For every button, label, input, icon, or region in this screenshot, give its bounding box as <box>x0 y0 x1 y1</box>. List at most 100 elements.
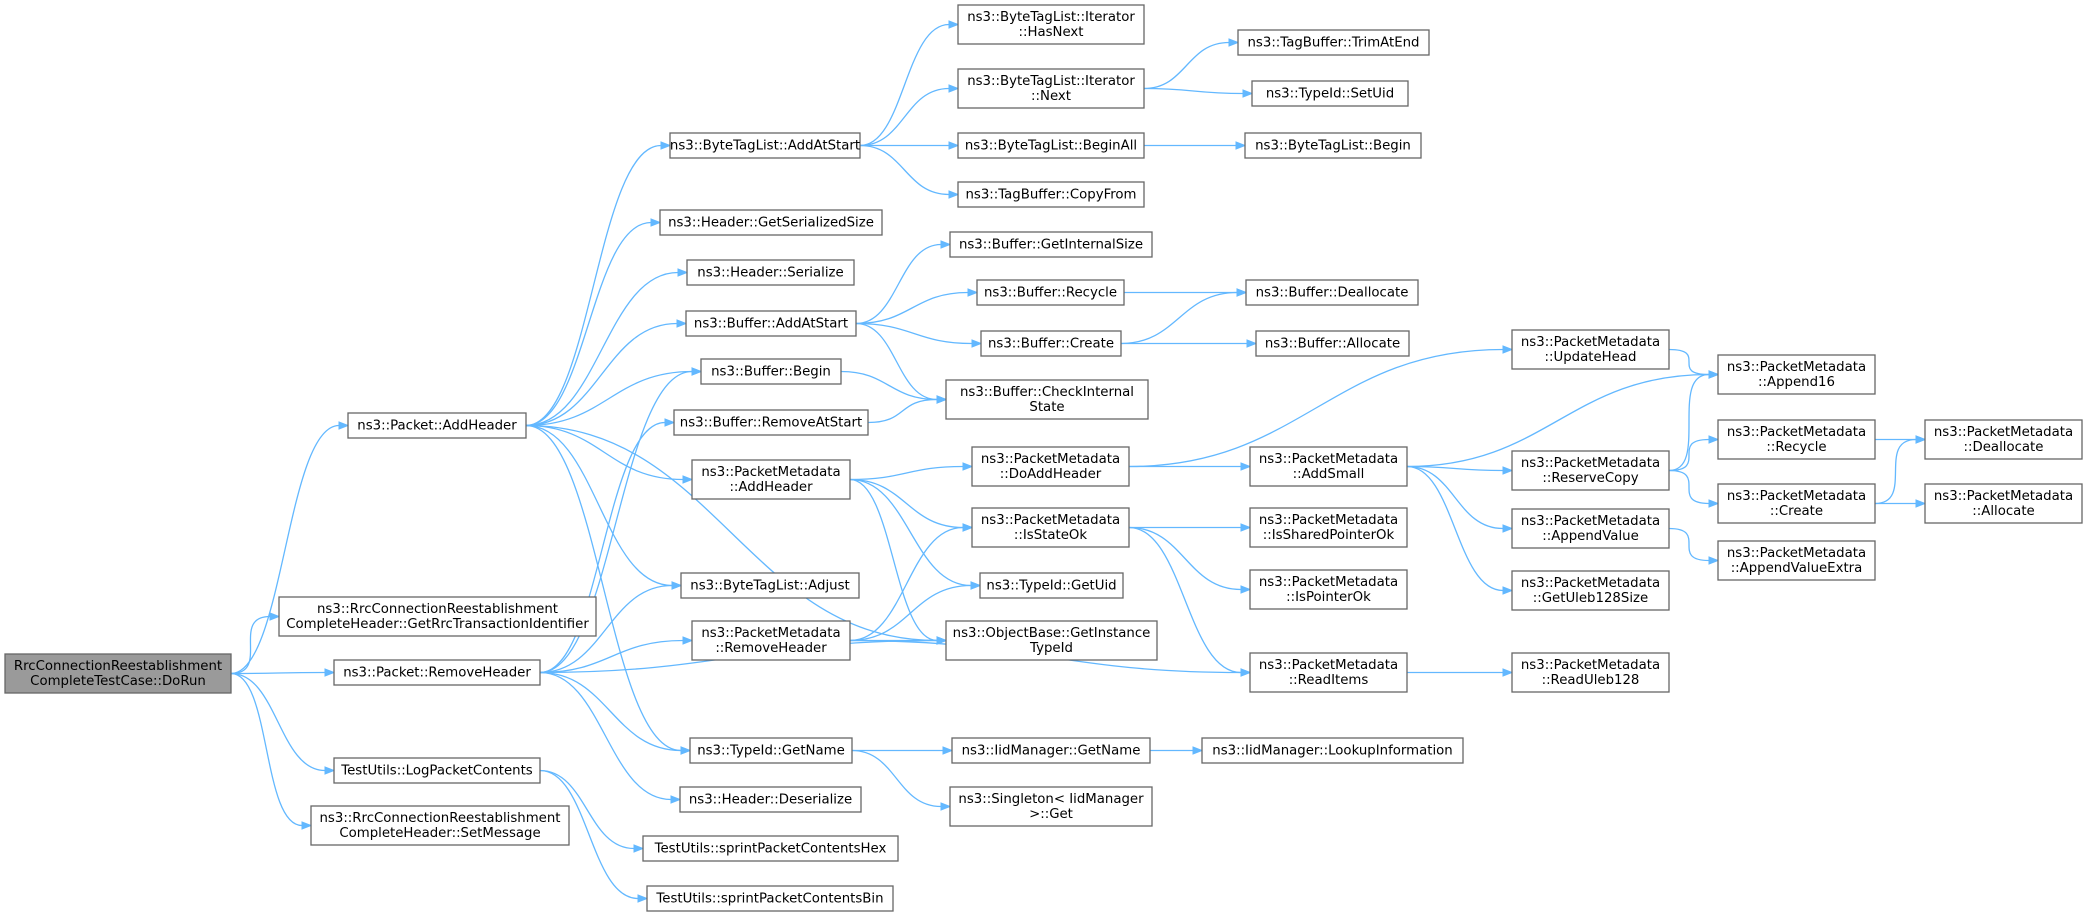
node-label: ns3::Header::Deserialize <box>689 793 852 808</box>
node-pm-reservecopy[interactable]: ns3::PacketMetadata::ReserveCopy <box>1511 450 1670 491</box>
node-tb-copyfrom[interactable]: ns3::TagBuffer::CopyFrom <box>957 181 1145 208</box>
node-buf-begin[interactable]: ns3::Buffer::Begin <box>700 358 842 385</box>
node-pm-append16[interactable]: ns3::PacketMetadata::Append16 <box>1717 354 1876 395</box>
node-typeid-setuid[interactable]: ns3::TypeId::SetUid <box>1251 80 1409 107</box>
node-pm-isstateok[interactable]: ns3::PacketMetadata::IsStateOk <box>971 507 1130 548</box>
edge-line <box>855 322 973 345</box>
node-label: ::AddSmall <box>1293 467 1365 482</box>
node-label: ::DoAddHeader <box>1000 467 1102 482</box>
node-label: RrcConnectionReestablishment <box>14 659 222 674</box>
arrowhead <box>677 268 689 277</box>
node-pm-appendvalue[interactable]: ns3::PacketMetadata::AppendValue <box>1511 508 1670 549</box>
node-iid-getname[interactable]: ns3::IidManager::GetName <box>951 737 1151 764</box>
edge-pkt_removeheader-to-buf_begin <box>539 367 703 674</box>
node-buf-deallocate[interactable]: ns3::Buffer::Deallocate <box>1245 279 1419 306</box>
node-pm-isptrok[interactable]: ns3::PacketMetadata::IsPointerOk <box>1249 569 1408 610</box>
edge-pkt_addheader-to-hdr_serialize <box>525 268 689 427</box>
node-box <box>333 757 541 784</box>
node-label: ns3::Buffer::Recycle <box>984 286 1117 301</box>
node-iid-lookup[interactable]: ns3::IidManager::LookupInformation <box>1201 737 1464 764</box>
node-pm-allocate[interactable]: ns3::PacketMetadata::Allocate <box>1924 483 2083 524</box>
arrowhead <box>1502 345 1514 354</box>
node-btli-hasnext[interactable]: ns3::ByteTagList::Iterator::HasNext <box>957 4 1145 45</box>
node-pkt-removeheader[interactable]: ns3::Packet::RemoveHeader <box>333 659 541 686</box>
edge-line <box>1668 438 1710 472</box>
node-label: ::AppendValueExtra <box>1731 561 1863 576</box>
node-pm-addsmall[interactable]: ns3::PacketMetadata::AddSmall <box>1249 446 1408 487</box>
node-label: ns3::ByteTagList::BeginAll <box>965 139 1137 154</box>
arrowhead <box>940 802 952 811</box>
edge-buf_addatstart-to-buf_create <box>855 322 983 348</box>
node-hdr-getsersize[interactable]: ns3::Header::GetSerializedSize <box>659 209 883 236</box>
node-hdr-deserialize[interactable]: ns3::Header::Deserialize <box>679 786 862 813</box>
node-pm-addheader[interactable]: ns3::PacketMetadata::AddHeader <box>691 459 851 500</box>
node-pm-appendvalueextra[interactable]: ns3::PacketMetadata::AppendValueExtra <box>1717 540 1876 581</box>
node-pm-doaddheader[interactable]: ns3::PacketMetadata::DoAddHeader <box>971 446 1130 487</box>
node-label: ::Append16 <box>1758 375 1835 390</box>
node-box <box>333 659 541 686</box>
node-btl-beginall[interactable]: ns3::ByteTagList::BeginAll <box>957 132 1145 159</box>
node-typeid-getname[interactable]: ns3::TypeId::GetName <box>689 737 853 764</box>
node-label: TypeId <box>1029 641 1073 656</box>
node-buf-allocate[interactable]: ns3::Buffer::Allocate <box>1255 330 1410 357</box>
node-box <box>1511 570 1670 611</box>
node-singleton-get[interactable]: ns3::Singleton< IidManager>::Get <box>949 786 1153 827</box>
node-tu-bin[interactable]: TestUtils::sprintPacketContentsBin <box>646 885 894 912</box>
node-pm-readuleb[interactable]: ns3::PacketMetadata::ReadUleb128 <box>1511 652 1670 693</box>
node-tu-hex[interactable]: TestUtils::sprintPacketContentsHex <box>642 835 899 862</box>
node-pkt-addheader[interactable]: ns3::Packet::AddHeader <box>347 412 527 439</box>
node-buf-recycle[interactable]: ns3::Buffer::Recycle <box>976 279 1125 306</box>
node-pm-deallocate[interactable]: ns3::PacketMetadata::Deallocate <box>1924 419 2083 460</box>
edge-line <box>539 421 666 674</box>
node-box <box>1255 330 1410 357</box>
edge-pkt_addheader-to-btl_adjust <box>525 424 683 590</box>
node-label: ns3::PacketMetadata <box>981 452 1120 467</box>
node-btl-adjust[interactable]: ns3::ByteTagList::Adjust <box>680 572 860 599</box>
node-box <box>1249 507 1408 548</box>
node-box <box>945 620 1158 661</box>
node-pm-updatehead[interactable]: ns3::PacketMetadata::UpdateHead <box>1511 329 1670 370</box>
node-hdr-serialize[interactable]: ns3::Header::Serialize <box>686 259 855 286</box>
node-btl-begin[interactable]: ns3::ByteTagList::Begin <box>1244 132 1422 159</box>
node-pm-create[interactable]: ns3::PacketMetadata::Create <box>1717 483 1876 524</box>
node-box <box>1717 483 1876 524</box>
node-rrc-setmsg[interactable]: ns3::RrcConnectionReestablishmentComplet… <box>310 805 570 846</box>
node-box <box>1245 279 1419 306</box>
node-rrc-getrrc[interactable]: ns3::RrcConnectionReestablishmentComplet… <box>278 596 597 637</box>
node-buf-getinternalsize[interactable]: ns3::Buffer::GetInternalSize <box>949 231 1153 258</box>
node-tb-trimatend[interactable]: ns3::TagBuffer::TrimAtEnd <box>1237 29 1430 56</box>
edge-buf_create-to-buf_allocate <box>1121 339 1258 348</box>
arrowhead <box>1708 499 1720 508</box>
arrowhead <box>691 367 703 376</box>
node-box <box>4 653 232 694</box>
node-label: ns3::Buffer::Allocate <box>1265 337 1400 352</box>
edge-btl_addatstart-to-btl_beginall <box>859 141 960 150</box>
node-root[interactable]: RrcConnectionReestablishmentCompleteTest… <box>4 653 232 694</box>
arrowhead <box>940 240 952 249</box>
node-pm-issharedptr[interactable]: ns3::PacketMetadata::IsSharedPointerOk <box>1249 507 1408 548</box>
node-btli-next[interactable]: ns3::ByteTagList::Iterator::Next <box>957 68 1145 109</box>
node-btl-addatstart[interactable]: ns3::ByteTagList::AddAtStart <box>669 132 861 159</box>
node-box <box>976 279 1125 306</box>
arrowhead <box>1240 585 1252 594</box>
node-buf-removeatstart[interactable]: ns3::Buffer::RemoveAtStart <box>673 409 869 436</box>
edge-line <box>539 671 672 801</box>
edge-line <box>840 370 938 401</box>
node-label: ns3::PacketMetadata <box>1259 575 1398 590</box>
node-label: ns3::PacketMetadata <box>1934 425 2073 440</box>
node-buf-create[interactable]: ns3::Buffer::Create <box>980 330 1122 357</box>
node-label: ::Create <box>1770 504 1823 519</box>
node-pm-recycle[interactable]: ns3::PacketMetadata::Recycle <box>1717 419 1876 460</box>
node-pm-removeheader[interactable]: ns3::PacketMetadata::RemoveHeader <box>691 620 851 661</box>
node-typeid-getuid[interactable]: ns3::TypeId::GetUid <box>979 572 1124 599</box>
node-pm-readitems[interactable]: ns3::PacketMetadata::ReadItems <box>1249 652 1408 693</box>
edge-pm_removeheader-to-pm_isstateok <box>849 523 974 642</box>
node-buf-addatstart[interactable]: ns3::Buffer::AddAtStart <box>685 310 857 337</box>
edge-pm_addheader-to-ob_getinstance <box>849 478 948 645</box>
node-box <box>1511 652 1670 693</box>
node-pm-getuleb[interactable]: ns3::PacketMetadata::GetUleb128Size <box>1511 570 1670 611</box>
arrowhead <box>670 795 682 804</box>
node-tu-log[interactable]: TestUtils::LogPacketContents <box>333 757 541 784</box>
